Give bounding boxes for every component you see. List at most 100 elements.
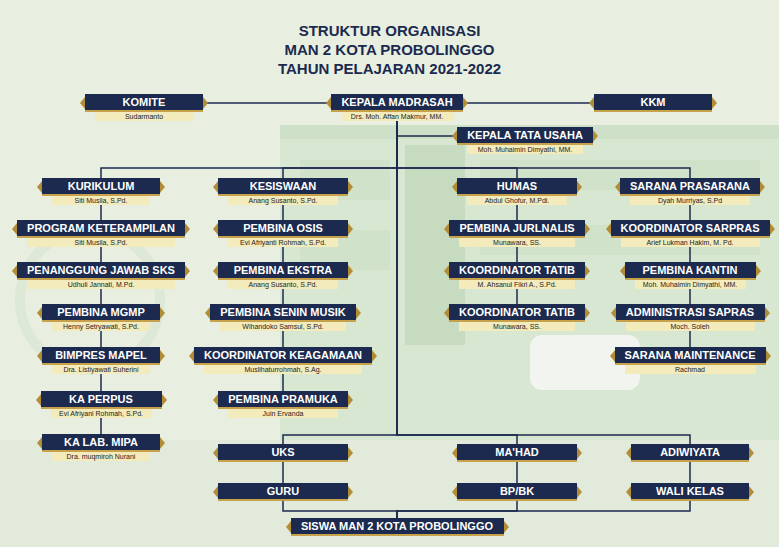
position-title: KEPALA TATA USAHA [457, 127, 593, 145]
position-title: KOORDINATOR TATIB [449, 304, 585, 322]
org-box: PEMBINA PRAMUKAJuin Ervanda [218, 391, 348, 418]
org-box: PENANGGUNG JAWAB SKSUdhuli Jannati, M.Pd… [17, 262, 185, 289]
connector-line [203, 102, 331, 104]
person-name: Henny Setryawati, S.Pd. [52, 322, 150, 331]
title-line: MAN 2 KOTA PROBOLINGGO [0, 40, 779, 59]
person-name: Wihandoko Samsul, S.Pd. [220, 322, 346, 331]
person-name: Anang Susanto, S.Pd. [228, 280, 338, 289]
connector-line [516, 247, 518, 262]
connector-line [282, 205, 284, 220]
ground [0, 440, 779, 547]
person-name: Siti Musila, S.Pd. [52, 196, 150, 205]
position-title: KOORDINATOR TATIB [449, 262, 585, 280]
position-title: KOORDINATOR SARPRAS [611, 220, 770, 238]
position-title: KKM [594, 94, 712, 112]
person-name: Anang Susanto, S.Pd. [228, 196, 338, 205]
position-title: SARANA PRASARANA [620, 178, 760, 196]
connector-line [282, 289, 284, 304]
connector-line [516, 205, 518, 220]
org-box: KEPALA MADRASAHDrs. Moh. Affan Makmur, M… [331, 94, 463, 121]
connector-line [689, 462, 691, 483]
position-title: WALI KELAS [631, 483, 749, 501]
person-name: Juin Ervanda [228, 409, 338, 418]
position-title: PEMBINA SENIN MUSIK [210, 304, 356, 322]
chart-title: STRUKTUR ORGANISASI MAN 2 KOTA PROBOLING… [0, 21, 779, 78]
person-name: Arief Lukman Hakim, M. Pd. [621, 238, 760, 247]
person-name: Moh. Muhaimin Dimyathi, MM. [467, 145, 583, 154]
person-name: Evi Afriyani Rohmah, S.Pd. [51, 409, 152, 418]
position-title: PEMBINA EKSTRA [218, 262, 348, 280]
org-box: GURU [218, 483, 348, 501]
connector-line [100, 374, 102, 391]
person-name: Muslihaturrohmah, S.Ag. [204, 365, 362, 374]
position-title: KOMITE [85, 94, 203, 112]
person-name: M. Ahsanul Fikri A., S.Pd. [459, 280, 575, 289]
org-box: WALI KELAS [631, 483, 749, 501]
position-title: BP/BK [457, 483, 577, 501]
person-name: Sudarmanto [95, 112, 193, 121]
person-name: Munawara, SS. [459, 238, 575, 247]
person-name: Moh. Muhaimin Dimyathi, MM. [635, 280, 746, 289]
title-line: STRUKTUR ORGANISASI [0, 21, 779, 40]
org-box: PEMBINA MGMPHenny Setryawati, S.Pd. [42, 304, 160, 331]
person-name: Dra. muqmiroh Nurani [52, 452, 150, 461]
person-name: Dyah Murriyas, S.Pd [630, 196, 750, 205]
org-box: KOORDINATOR KEAGAMAANMuslihaturrohmah, S… [194, 347, 372, 374]
person-name: Evi Afriyanti Rohmah, S.Pd. [228, 238, 338, 247]
connector-line [100, 289, 102, 304]
position-title: PEMBINA JURLNALIS [449, 220, 585, 238]
org-box: KESISWAANAnang Susanto, S.Pd. [218, 178, 348, 205]
position-title: ADMINISTRASI SAPRAS [616, 304, 765, 322]
position-title: KOORDINATOR KEAGAMAAN [194, 347, 372, 365]
connector-line [689, 247, 691, 262]
org-box: HUMASAbdul Ghofur, M.Pdi. [457, 178, 577, 205]
position-title: KESISWAAN [218, 178, 348, 196]
connector-line [283, 501, 397, 518]
position-title: HUMAS [457, 178, 577, 196]
building [280, 135, 779, 445]
connector-line [397, 501, 517, 518]
position-title: PEMBINA PRAMUKA [218, 391, 348, 409]
org-box: KURIKULUMSiti Musila, S.Pd. [42, 178, 160, 205]
connector-line [689, 331, 691, 347]
title-line: TAHUN PELAJARAN 2021-2022 [0, 59, 779, 78]
position-title: GURU [218, 483, 348, 501]
position-title: PEMBINA OSIS [218, 220, 348, 238]
connector-line [282, 247, 284, 262]
connector-line [100, 418, 102, 434]
position-title: BIMPRES MAPEL [42, 347, 160, 365]
person-name: Abdul Ghofur, M.Pdi. [467, 196, 567, 205]
position-title: ADIWIYATA [631, 444, 749, 462]
position-title: KA PERPUS [41, 391, 162, 409]
connector-line [689, 289, 691, 304]
connector-line [516, 289, 518, 304]
person-name: Udhuli Jannati, M.Pd. [27, 280, 175, 289]
org-box: PEMBINA EKSTRAAnang Susanto, S.Pd. [218, 262, 348, 289]
org-box: PROGRAM KETERAMPILANSiti Musila, S.Pd. [17, 220, 185, 247]
org-box: KEPALA TATA USAHAMoh. Muhaimin Dimyathi,… [457, 127, 593, 154]
org-box: BP/BK [457, 483, 577, 501]
org-box: SARANA PRASARANADyah Murriyas, S.Pd [620, 178, 760, 205]
connector-line [463, 102, 594, 104]
org-box: BIMPRES MAPELDra. Listiyawati Suherini [42, 347, 160, 374]
org-box: KA LAB. MIPADra. muqmiroh Nurani [42, 434, 160, 461]
position-title: KEPALA MADRASAH [331, 94, 463, 112]
org-box: ADIWIYATA [631, 444, 749, 462]
person-name: Munawara, SS. [459, 322, 575, 331]
position-title: SARANA MAINTENANCE [615, 347, 766, 365]
watermark-ring [20, 230, 160, 370]
connector-line [283, 121, 397, 178]
position-title: PEMBINA MGMP [42, 304, 160, 322]
connector-line [397, 501, 690, 518]
connector-line [397, 121, 457, 136]
connector-line [689, 205, 691, 220]
person-name: Drs. Moh. Affan Makmur, MM. [341, 112, 453, 121]
org-box: KKM [594, 94, 712, 112]
org-box: ADMINISTRASI SAPRASMoch. Soleh [616, 304, 765, 331]
org-box: PEMBINA OSISEvi Afriyanti Rohmah, S.Pd. [218, 220, 348, 247]
position-title: PROGRAM KETERAMPILAN [17, 220, 185, 238]
connector-line [516, 462, 518, 483]
connector-line [100, 205, 102, 220]
